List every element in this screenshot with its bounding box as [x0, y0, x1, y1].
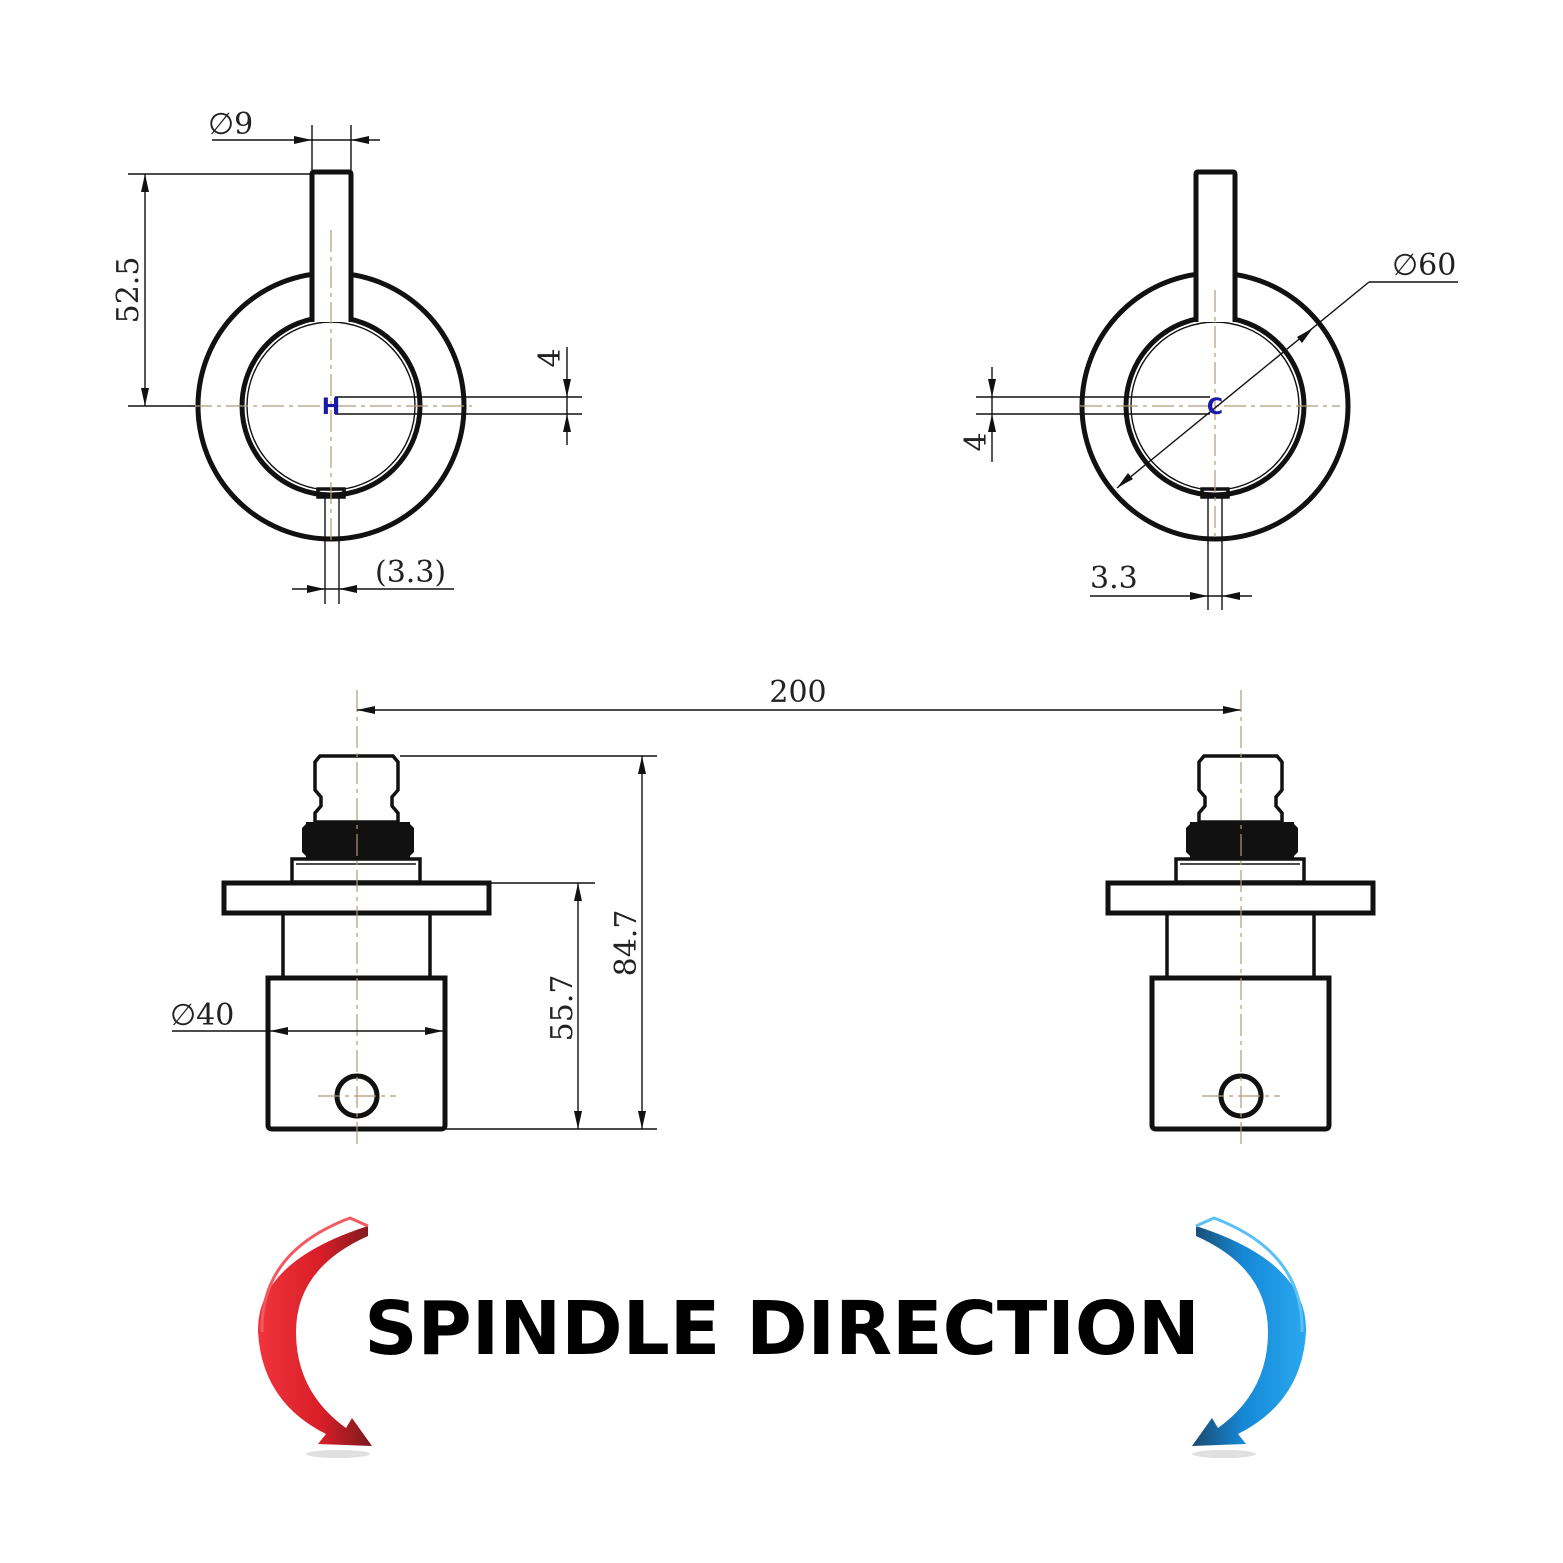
- dim-offset-left: 4: [533, 348, 568, 367]
- dim-offset-right: 4: [959, 432, 994, 451]
- hot-marker: H: [322, 395, 340, 420]
- cold-marker: C: [1207, 395, 1223, 420]
- clockwise-arrow-icon: [1192, 1216, 1307, 1458]
- cold-side-view: [1105, 690, 1376, 1146]
- dim-plate-diameter: ∅60: [1392, 248, 1456, 283]
- center-distance-dimension: [357, 706, 1241, 714]
- cold-front-view: [976, 169, 1458, 610]
- dim-pin-offset-left: (3.3): [375, 555, 446, 590]
- dim-handle-diameter: ∅9: [208, 107, 253, 142]
- dim-pin-offset-right: 3.3: [1090, 561, 1138, 596]
- counterclockwise-arrow-icon: [257, 1216, 372, 1458]
- dim-body-diameter: ∅40: [170, 998, 234, 1033]
- dim-total-height: 84.7: [609, 910, 644, 977]
- dim-body-height: 55.7: [545, 975, 580, 1042]
- hot-front-view: [128, 125, 582, 604]
- dim-center-distance: 200: [769, 675, 826, 710]
- hot-side-view: [172, 690, 657, 1146]
- spindle-direction-title: SPINDLE DIRECTION: [364, 1286, 1200, 1372]
- dim-handle-height: 52.5: [111, 257, 146, 324]
